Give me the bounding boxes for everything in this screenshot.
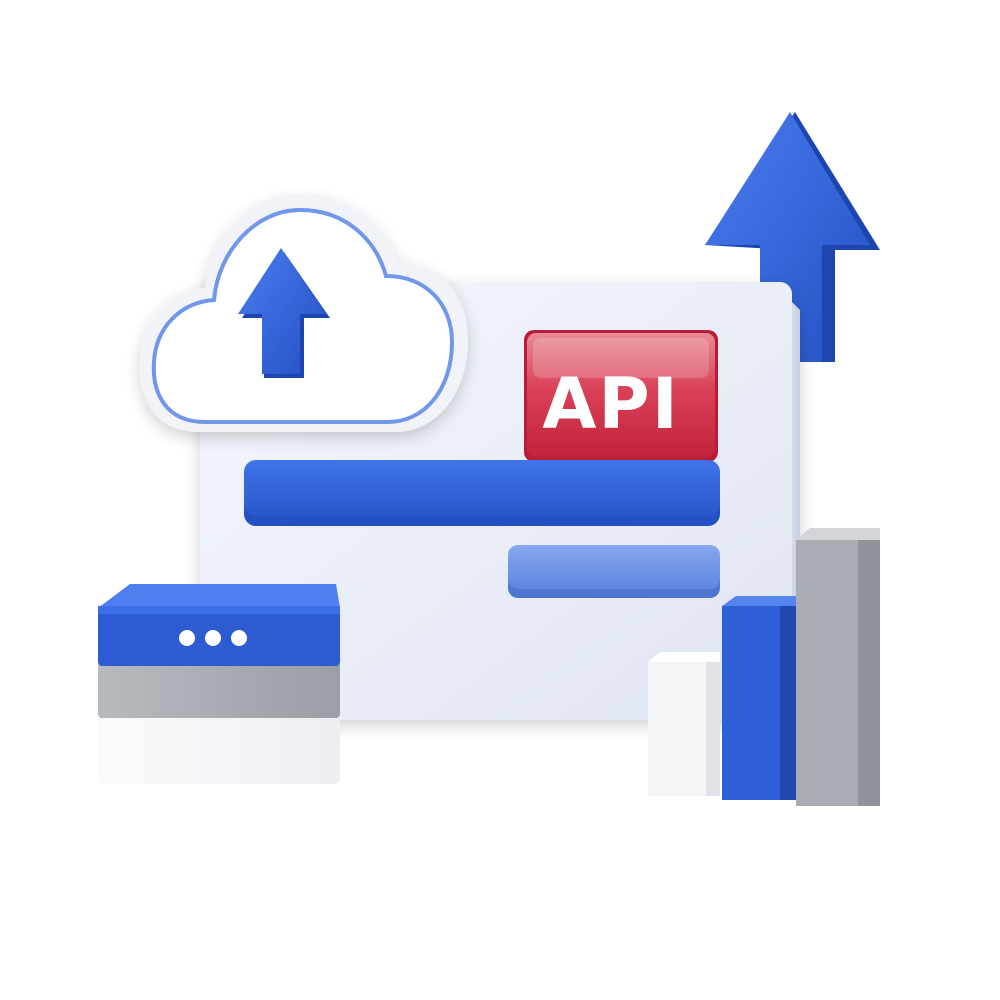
server-led-3 xyxy=(231,630,247,646)
chart-column-blue xyxy=(722,596,796,800)
server-led-2 xyxy=(205,630,221,646)
progress-bar-secondary xyxy=(508,545,720,598)
api-badge-label: API xyxy=(542,363,680,445)
api-badge: API xyxy=(524,330,718,462)
arrow-up-icon xyxy=(705,112,880,362)
server-stack-icon xyxy=(98,584,340,784)
chart-column-white xyxy=(648,652,720,796)
server-led-1 xyxy=(179,630,195,646)
progress-bar-primary xyxy=(244,460,720,526)
chart-column-gray xyxy=(796,528,880,806)
cloud-upload-icon xyxy=(139,194,468,432)
bar-chart-icon xyxy=(648,528,880,806)
